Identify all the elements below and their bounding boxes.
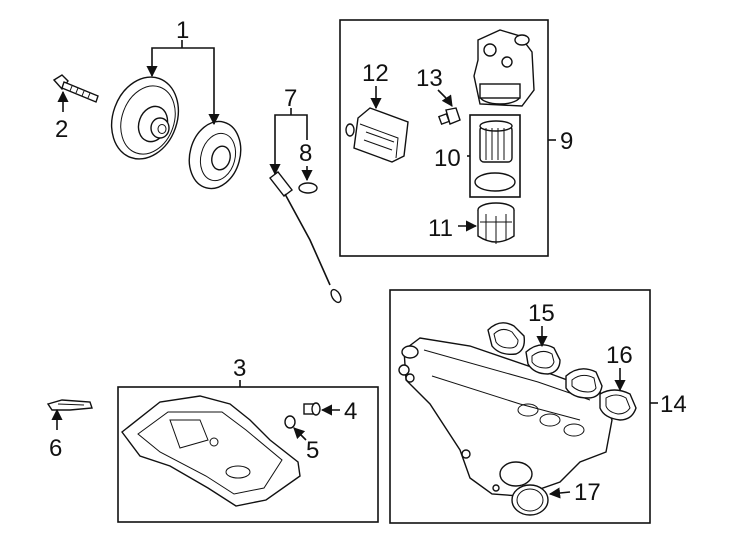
callout-12: 12 bbox=[362, 60, 389, 87]
drain-plug-gasket-part bbox=[284, 415, 296, 429]
callout-4: 4 bbox=[344, 398, 357, 425]
oil-cooler-part bbox=[345, 107, 409, 163]
bolt-part bbox=[52, 74, 99, 103]
callout-8: 8 bbox=[299, 140, 312, 167]
oil-pressure-sensor-part bbox=[437, 107, 461, 126]
leader-1b bbox=[182, 47, 220, 126]
oil-filter-cap-part bbox=[477, 202, 515, 244]
callout-9: 9 bbox=[560, 128, 573, 155]
callout-10: 10 bbox=[434, 145, 461, 172]
oil-filter-element-part bbox=[474, 120, 516, 192]
leader-17 bbox=[548, 487, 571, 499]
box-oil-pan-group bbox=[117, 386, 379, 523]
callout-11: 11 bbox=[428, 215, 453, 242]
bracket-part bbox=[46, 399, 93, 411]
callout-17: 17 bbox=[574, 479, 601, 506]
dipstick-o-ring-part bbox=[298, 182, 318, 194]
drain-plug-part bbox=[303, 402, 321, 416]
callout-15: 15 bbox=[528, 300, 555, 327]
callout-14: 14 bbox=[660, 391, 687, 418]
callout-6: 6 bbox=[49, 435, 62, 462]
callout-1: 1 bbox=[176, 17, 189, 44]
callout-16: 16 bbox=[606, 342, 633, 369]
callout-7: 7 bbox=[284, 85, 297, 112]
callout-3: 3 bbox=[233, 355, 246, 382]
leader-1 bbox=[146, 47, 182, 78]
leader-5 bbox=[293, 427, 307, 441]
oil-filter-housing-part bbox=[473, 29, 535, 107]
callout-5: 5 bbox=[306, 437, 319, 464]
box-intake-manifold-group bbox=[389, 289, 651, 524]
box-oil-filter-group bbox=[339, 19, 549, 257]
crankshaft-pulley-part bbox=[110, 76, 180, 160]
leader-7b bbox=[291, 114, 308, 140]
callout-2: 2 bbox=[55, 116, 68, 143]
callout-13: 13 bbox=[416, 65, 443, 92]
damper-pulley-part bbox=[188, 120, 242, 190]
oil-pan-part bbox=[121, 395, 301, 507]
intake-manifold-part bbox=[398, 337, 613, 497]
leader-13 bbox=[437, 89, 453, 107]
leader-7 bbox=[269, 114, 291, 176]
